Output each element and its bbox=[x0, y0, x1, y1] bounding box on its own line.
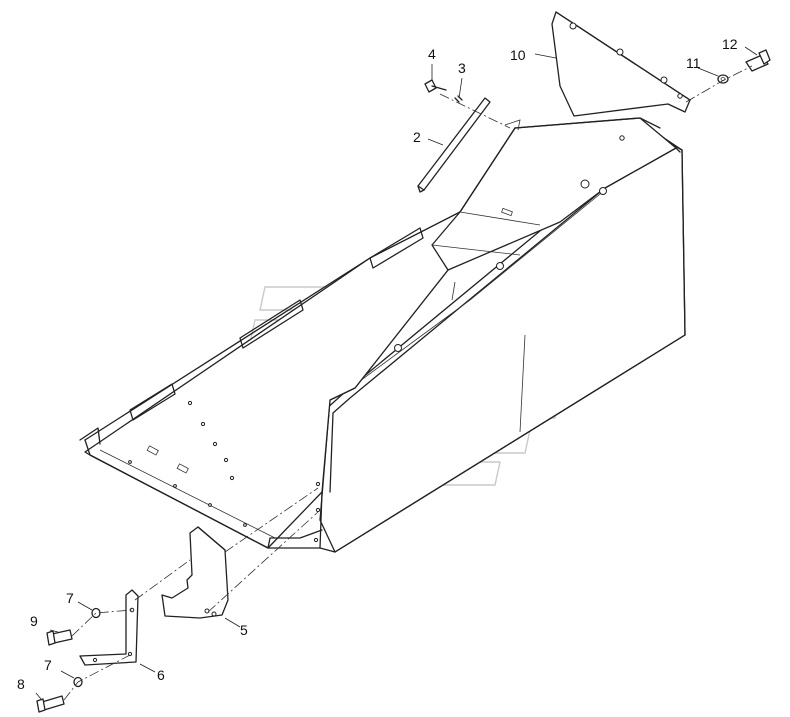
callout-8: 8 bbox=[17, 676, 25, 692]
callout-7-upper: 7 bbox=[66, 590, 74, 606]
callout-10: 10 bbox=[510, 47, 526, 63]
support-strip bbox=[417, 97, 491, 193]
l-bracket-6 bbox=[79, 589, 139, 666]
callout-2: 2 bbox=[413, 129, 421, 145]
washer-11 bbox=[717, 74, 729, 84]
bolt-8 bbox=[36, 695, 65, 713]
callout-3: 3 bbox=[458, 60, 466, 76]
bolt-12 bbox=[745, 49, 771, 72]
callout-11: 11 bbox=[686, 55, 701, 71]
bracket-plate-5 bbox=[161, 526, 229, 619]
clip-3 bbox=[454, 95, 463, 103]
screw-4 bbox=[424, 79, 447, 93]
callout-12: 12 bbox=[722, 36, 738, 52]
callout-7-lower: 7 bbox=[44, 657, 52, 673]
callout-5: 5 bbox=[240, 622, 248, 638]
assembly-lines bbox=[63, 65, 753, 701]
callout-6: 6 bbox=[157, 667, 165, 683]
leader-lines bbox=[35, 46, 758, 700]
rear-deflector-plate bbox=[551, 11, 691, 117]
catcher-box bbox=[79, 117, 686, 553]
callout-9: 9 bbox=[30, 613, 38, 629]
bolt-9 bbox=[46, 629, 73, 646]
callout-4: 4 bbox=[428, 46, 436, 62]
